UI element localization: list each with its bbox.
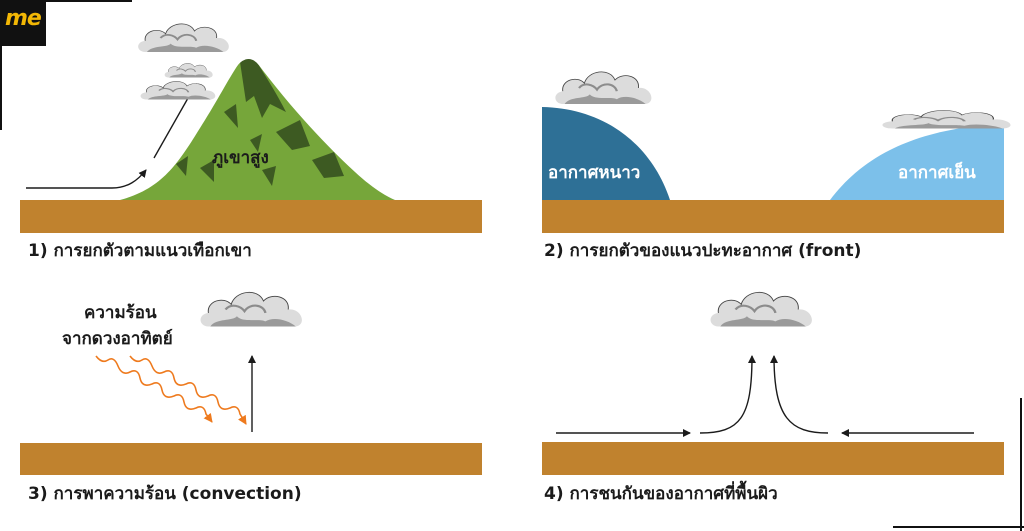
uplift-arrow-left xyxy=(699,355,756,434)
brand-logo: me xyxy=(0,0,46,46)
panel-2-frontal: อากาศหนาว อากาศเย็น xyxy=(542,70,1013,233)
cloud-2a xyxy=(554,70,653,106)
panel-1-caption: 1) การยกตัวตามแนวเทือกเขา xyxy=(28,240,252,261)
panel-1-orographic: ภูเขาสูง xyxy=(20,22,482,233)
cool-air-label: อากาศเย็น xyxy=(898,160,976,183)
cloud-1c xyxy=(139,80,217,101)
cold-air-label: อากาศหนาว xyxy=(548,163,640,183)
ground-strip-1 xyxy=(20,200,482,233)
frame-line-bottom xyxy=(893,526,1024,528)
heat-label-line2: จากดวงอาทิตย์ xyxy=(62,328,173,349)
panel-4-caption: 4) การชนกันของอากาศที่พื้นผิว xyxy=(544,480,778,504)
heat-wave-1 xyxy=(95,355,213,423)
panel-2-caption: 2) การยกตัวของแนวปะทะอากาศ (front) xyxy=(544,241,861,261)
ground-strip-2 xyxy=(542,200,1004,233)
cold-air-mass xyxy=(542,107,670,200)
ground-strip-4 xyxy=(542,442,1004,475)
uplift-arrow-right xyxy=(770,355,829,434)
cloud-2b xyxy=(880,108,1013,131)
ground-strip-3 xyxy=(20,443,482,475)
brand-logo-text: me xyxy=(5,6,42,31)
cloud-4 xyxy=(709,291,814,328)
mountain-shadow xyxy=(176,57,344,186)
cool-air-mass xyxy=(830,124,1004,200)
panel-3-convection: ความร้อน จากดวงอาทิตย์ xyxy=(20,291,482,475)
heat-label-line1: ความร้อน xyxy=(84,303,157,323)
mountain-label: ภูเขาสูง xyxy=(212,148,269,169)
cloud-3 xyxy=(199,291,304,328)
cloud-1a xyxy=(137,22,230,54)
frame-line-left xyxy=(0,46,2,130)
panel-4-convergence xyxy=(542,291,1004,475)
airflow-arrow-1 xyxy=(26,169,147,189)
snow-cap xyxy=(230,55,262,71)
frame-line-right xyxy=(1020,398,1022,531)
frame-line-top-left xyxy=(46,0,132,2)
cloud-1b xyxy=(164,62,214,79)
heat-wave-2 xyxy=(129,355,247,425)
panel-3-caption: 3) การพาความร้อน (convection) xyxy=(28,484,302,504)
